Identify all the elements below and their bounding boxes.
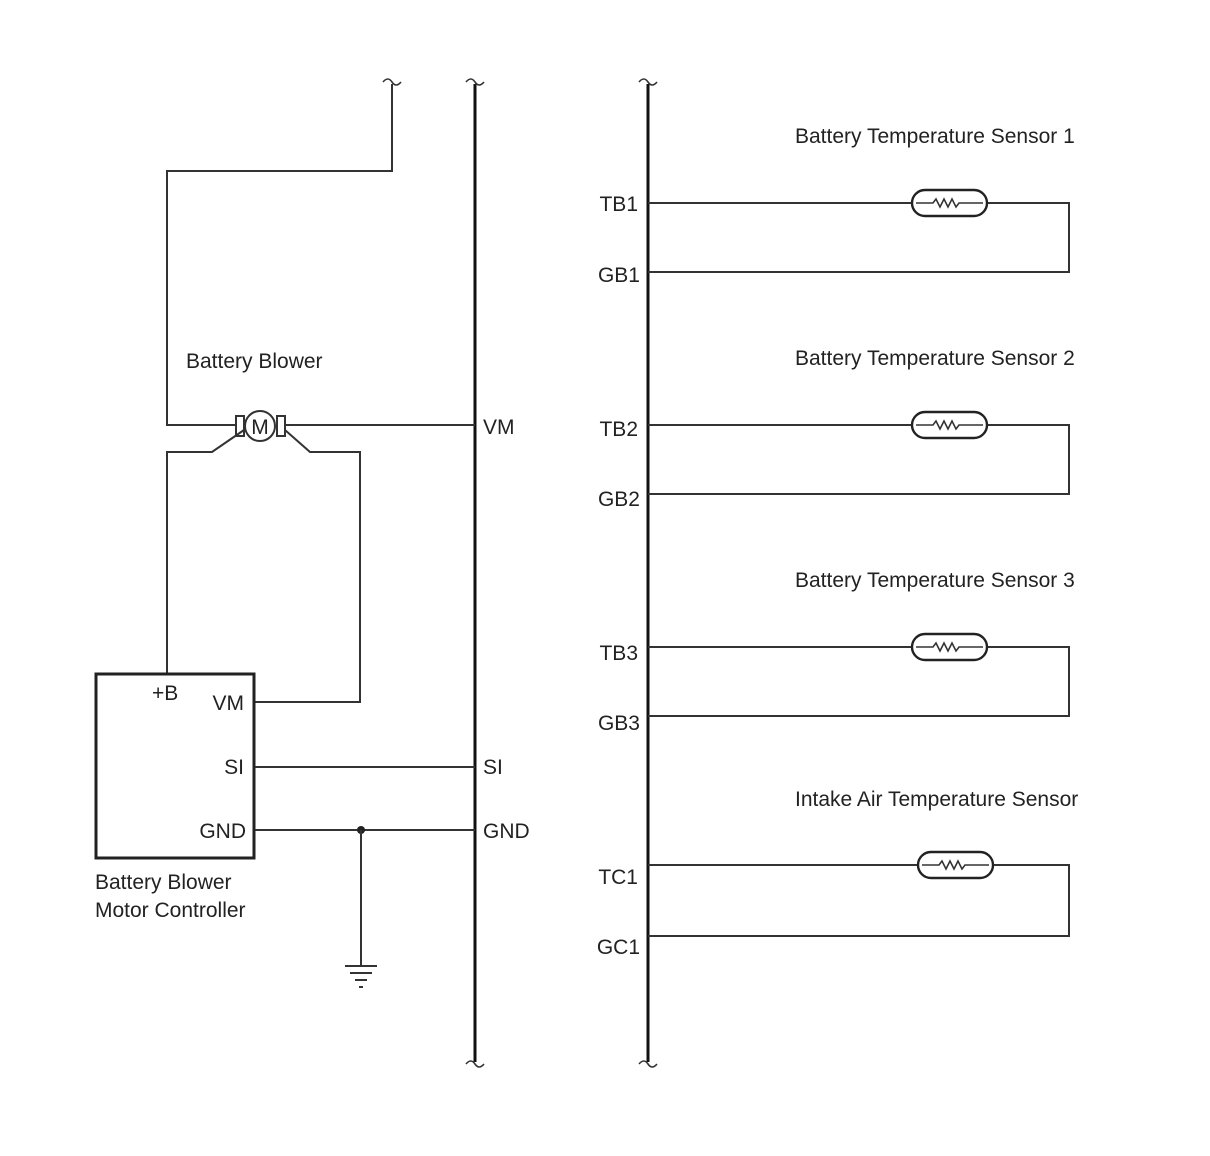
right-bus [638,78,658,1068]
ecu-terminal-vm: VM [483,416,515,439]
sensor-2-loop [648,424,1070,495]
motor-icon [235,410,286,442]
thermistor-icon [910,410,989,440]
pin-gnd: GND [199,820,246,843]
sensor-1-loop [648,202,1070,273]
sensor-3-ground-label: GB3 [598,712,640,735]
sensor-2-title: Battery Temperature Sensor 2 [795,347,1075,370]
left-bus [465,78,485,1068]
sensor-2-signal-label: TB2 [599,418,638,441]
thermistor-icon [910,188,989,218]
pin-vm: VM [213,692,245,715]
sensor-4-title: Intake Air Temperature Sensor [795,788,1078,811]
sensor-1-ground-label: GB1 [598,264,640,287]
sensor-4-ground-label: GC1 [597,936,640,959]
motor-controller-box [94,672,256,860]
sensor-1-title: Battery Temperature Sensor 1 [795,125,1075,148]
pin-b-plus: +B [152,682,178,705]
blower-label: Battery Blower [186,350,323,373]
sensor-3-signal-label: TB3 [599,642,638,665]
pin-si: SI [224,756,244,779]
sensor-2-ground-label: GB2 [598,488,640,511]
ecu-terminal-gnd: GND [483,820,530,843]
sensor-4-loop [648,864,1070,937]
thermistor-icon [916,850,995,880]
supply-wire [166,78,402,426]
controller-vm-wire [255,429,361,703]
sensor-1-signal-label: TB1 [599,193,638,216]
controller-label-line2: Motor Controller [95,899,246,922]
sensor-3-title: Battery Temperature Sensor 3 [795,569,1075,592]
ground-symbol-icon [345,965,377,988]
controller-label-line1: Battery Blower [95,871,232,894]
motor-symbol: M [251,416,269,439]
sensor-3-loop [648,646,1070,717]
ecu-terminal-si: SI [483,756,503,779]
b-plus-wire [166,429,245,674]
thermistor-icon [910,632,989,662]
sensor-4-signal-label: TC1 [598,866,638,889]
